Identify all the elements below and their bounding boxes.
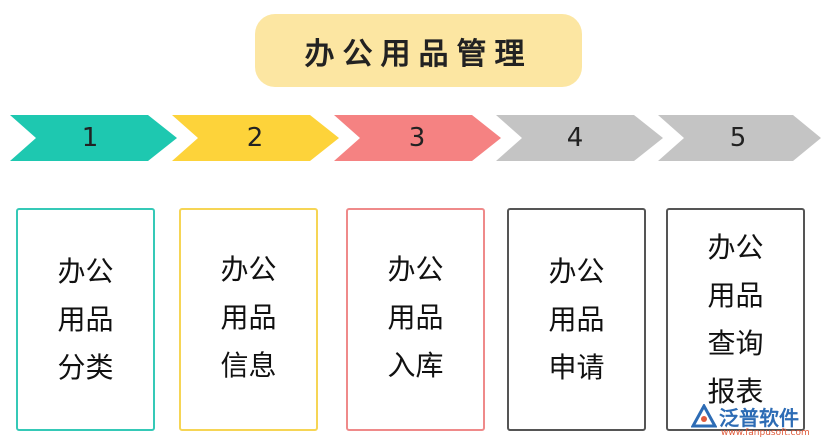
brand-watermark: 泛普软件 www.fanpusoft.com <box>691 402 821 442</box>
card-line: 查询 <box>707 327 764 360</box>
step-5-number: 5 <box>729 123 747 153</box>
card-line: 用品 <box>548 303 605 336</box>
card-line: 用品 <box>707 279 764 312</box>
card-line: 报表 <box>707 375 764 408</box>
card-info: 办公 用品 信息 <box>179 208 318 431</box>
card-line: 办公 <box>548 255 605 288</box>
card-stock-in: 办公 用品 入库 <box>346 208 485 431</box>
step-2-chevron <box>172 115 339 161</box>
step-1-chevron <box>10 115 177 161</box>
step-3-number: 3 <box>408 123 426 153</box>
chevron-arrows <box>10 115 821 161</box>
brand-url: www.fanpusoft.com <box>721 428 810 438</box>
card-request-text: 办公 用品 申请 <box>509 248 644 392</box>
card-report: 办公 用品 查询 报表 <box>666 208 805 431</box>
card-line: 用品 <box>220 301 277 334</box>
brand-logo-icon <box>691 404 717 428</box>
card-line: 分类 <box>57 351 114 384</box>
card-line: 办公 <box>220 253 277 286</box>
card-category-text: 办公 用品 分类 <box>18 248 153 392</box>
card-line: 信息 <box>220 349 277 382</box>
title-banner: 办公用品管理 <box>255 14 582 87</box>
step-4-number: 4 <box>566 123 584 153</box>
card-report-text: 办公 用品 查询 报表 <box>668 224 803 416</box>
card-line: 入库 <box>387 349 444 382</box>
card-line: 用品 <box>57 303 114 336</box>
page-title: 办公用品管理 <box>304 36 533 72</box>
step-2-number: 2 <box>246 123 264 153</box>
card-line: 办公 <box>387 253 444 286</box>
step-1-number: 1 <box>81 123 99 153</box>
card-line: 申请 <box>548 351 605 384</box>
card-line: 办公 <box>707 231 764 264</box>
card-stock-in-text: 办公 用品 入库 <box>348 246 483 390</box>
brand-name: 泛普软件 <box>719 406 799 430</box>
step-3-chevron <box>334 115 501 161</box>
card-line: 办公 <box>57 255 114 288</box>
step-5-chevron <box>658 115 821 161</box>
process-arrow-bar: 1 2 3 4 5 <box>0 115 829 161</box>
step-4-chevron <box>496 115 663 161</box>
card-category: 办公 用品 分类 <box>16 208 155 431</box>
card-info-text: 办公 用品 信息 <box>181 246 316 390</box>
card-line: 用品 <box>387 301 444 334</box>
card-request: 办公 用品 申请 <box>507 208 646 431</box>
